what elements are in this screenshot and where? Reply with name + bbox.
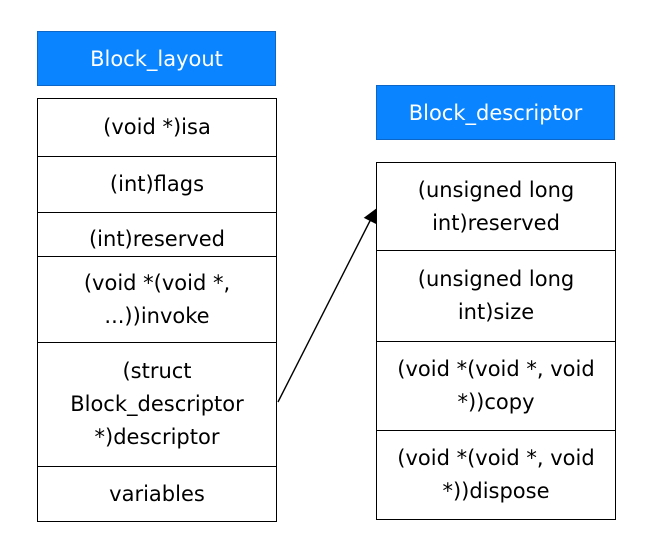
block-layout-title: Block_layout xyxy=(90,46,223,71)
block-descriptor-header: Block_descriptor xyxy=(376,85,615,140)
layout-field-flags: (int)flags xyxy=(38,156,276,212)
descriptor-field-reserved: (unsigned long int)reserved xyxy=(417,177,575,235)
layout-field-variables: variables xyxy=(38,466,276,521)
descriptor-field-copy: (void *(void *, void *))copy xyxy=(377,341,615,430)
layout-field-reserved: (int)reserved xyxy=(38,212,276,256)
layout-field-isa: (void *)isa xyxy=(103,115,211,139)
block-layout-table: (void *)isa (int)flags (int)reserved (vo… xyxy=(37,98,277,522)
descriptor-field-dispose: (void *(void *, void *))dispose xyxy=(377,430,615,519)
block-layout-header: Block_layout xyxy=(37,31,276,86)
layout-field-descriptor: (struct Block_descriptor *)descriptor xyxy=(38,342,276,466)
layout-field-invoke: (void *(void *, ...))invoke xyxy=(38,256,276,342)
block-descriptor-table: (unsigned long int)reserved (unsigned lo… xyxy=(376,162,616,520)
descriptor-field-size: (unsigned long int)size xyxy=(377,250,615,341)
block-descriptor-title: Block_descriptor xyxy=(408,100,583,125)
pointer-line xyxy=(277,208,377,403)
